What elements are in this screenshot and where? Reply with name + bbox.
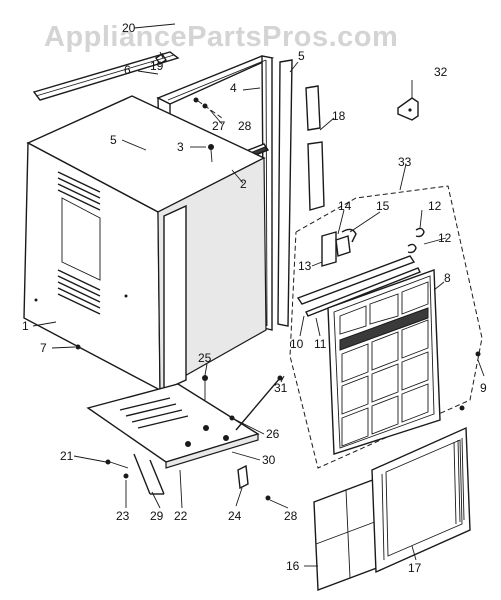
callout-5-left: 5 bbox=[110, 133, 117, 147]
hinge-bracket-14 bbox=[321, 231, 351, 267]
base-pan-part bbox=[86, 383, 260, 495]
callout-9: 9 bbox=[480, 381, 487, 395]
callout-15: 15 bbox=[376, 199, 390, 213]
callout-30: 30 bbox=[262, 453, 276, 467]
callout-4: 4 bbox=[230, 81, 237, 95]
cabinet-louvers-top bbox=[57, 171, 101, 211]
filter-rail-10-11 bbox=[296, 255, 421, 317]
top-rail-part bbox=[32, 51, 180, 101]
callout-6: 6 bbox=[124, 63, 131, 77]
callout-20: 20 bbox=[122, 21, 136, 35]
seal-strip-18-bottom bbox=[307, 141, 325, 211]
callout-2: 2 bbox=[240, 177, 247, 191]
callout-labels: 20 19 6 4 5 5 27 28 3 2 18 32 33 1 7 14 … bbox=[22, 21, 487, 575]
callout-23: 23 bbox=[116, 509, 130, 523]
screws-9 bbox=[459, 351, 481, 411]
callout-16: 16 bbox=[286, 559, 300, 573]
screw-7 bbox=[75, 344, 81, 350]
clip-19 bbox=[155, 53, 167, 65]
front-panel-17 bbox=[371, 426, 471, 574]
cabinet-part bbox=[23, 95, 267, 392]
seal-strip-18-top bbox=[305, 85, 321, 131]
callout-29: 29 bbox=[150, 509, 164, 523]
callout-8: 8 bbox=[444, 271, 451, 285]
hinge-15 bbox=[341, 228, 357, 243]
cabinet-louvers-bottom bbox=[57, 269, 101, 315]
callout-11: 11 bbox=[314, 337, 327, 351]
screws-27-28 bbox=[193, 97, 223, 119]
callout-27: 27 bbox=[212, 119, 226, 133]
kit-outline-33 bbox=[289, 185, 483, 469]
base-pan-slots bbox=[119, 397, 189, 429]
clips-12 bbox=[407, 227, 425, 254]
front-panel-17-louvers bbox=[381, 437, 465, 561]
callout-21: 21 bbox=[60, 449, 74, 463]
bracket-24 bbox=[237, 464, 249, 490]
callout-13: 13 bbox=[298, 259, 312, 273]
watermark-text: AppliancePartsPros.com bbox=[44, 21, 398, 53]
callout-1: 1 bbox=[22, 319, 29, 333]
front-grille-8 bbox=[327, 269, 441, 455]
callout-19: 19 bbox=[150, 59, 164, 73]
screw-3 bbox=[208, 144, 214, 163]
callout-25: 25 bbox=[198, 351, 212, 365]
callout-26: 26 bbox=[266, 427, 280, 441]
screw-21 bbox=[105, 459, 129, 469]
callout-10: 10 bbox=[290, 337, 304, 351]
callout-28-bottom: 28 bbox=[284, 509, 298, 523]
screw-23 bbox=[123, 473, 129, 479]
callout-24: 24 bbox=[228, 509, 242, 523]
callout-18: 18 bbox=[332, 109, 346, 123]
leader-lines bbox=[32, 23, 485, 567]
bracket-32 bbox=[397, 97, 419, 121]
screw-25 bbox=[202, 375, 208, 400]
front-panel-16 bbox=[313, 477, 383, 591]
screw-28-lower bbox=[265, 495, 271, 501]
front-grille-grid bbox=[341, 319, 429, 447]
callout-22: 22 bbox=[174, 509, 188, 523]
callout-5-right: 5 bbox=[298, 49, 305, 63]
callout-28-top: 28 bbox=[238, 119, 252, 133]
rod-31 bbox=[235, 375, 283, 431]
callout-12-top: 12 bbox=[428, 199, 442, 213]
callout-17: 17 bbox=[408, 561, 422, 575]
callout-3: 3 bbox=[177, 140, 184, 154]
side-strip-right-part bbox=[277, 59, 293, 327]
callout-14: 14 bbox=[338, 199, 352, 213]
callout-12-bottom: 12 bbox=[438, 231, 452, 245]
callout-32: 32 bbox=[434, 65, 448, 79]
callout-31: 31 bbox=[274, 381, 288, 395]
callout-7: 7 bbox=[40, 341, 47, 355]
screw-26 bbox=[229, 415, 235, 421]
callout-33: 33 bbox=[398, 155, 412, 169]
